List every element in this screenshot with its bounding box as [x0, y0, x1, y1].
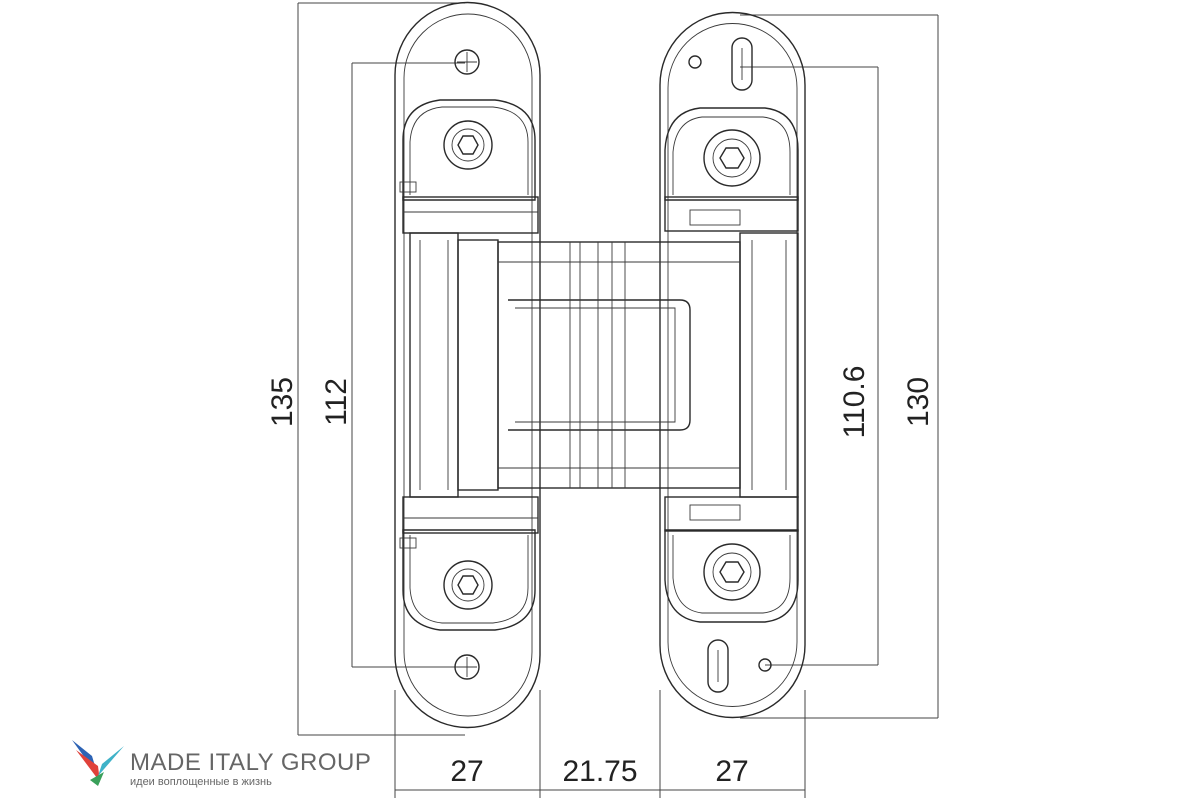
hex-socket-icon	[703, 129, 761, 187]
screw-hole-icon	[758, 658, 772, 672]
slot-hole-icon	[731, 37, 753, 91]
hex-socket-icon	[443, 120, 493, 170]
left-hinge-leaf	[394, 1, 541, 729]
brand-block: MADE ITALY GROUP идеи воплощенные в жизн…	[130, 749, 372, 789]
dim-label-27-left: 27	[450, 755, 483, 788]
screw-hole-icon	[688, 55, 702, 69]
slot-hole-icon	[707, 639, 729, 693]
hex-socket-icon	[703, 543, 761, 601]
center-linkage	[457, 239, 741, 491]
hex-socket-icon	[443, 560, 493, 610]
dim-label-27-right: 27	[715, 755, 748, 788]
screw-hole-icon	[454, 654, 480, 680]
screw-hole-icon	[454, 49, 480, 75]
dim-label-112: 112	[320, 378, 353, 426]
bird-logo-icon	[72, 740, 124, 786]
dim-label-130: 130	[902, 377, 935, 427]
brand-tagline: идеи воплощенные в жизнь	[130, 776, 272, 788]
right-hinge-leaf	[659, 11, 806, 719]
dim-label-110-6: 110.6	[838, 366, 871, 439]
dim-label-135: 135	[266, 377, 299, 427]
brand-name: MADE ITALY GROUP	[130, 749, 372, 776]
dim-label-21-75: 21.75	[562, 755, 637, 788]
dimension-lines	[297, 2, 939, 798]
